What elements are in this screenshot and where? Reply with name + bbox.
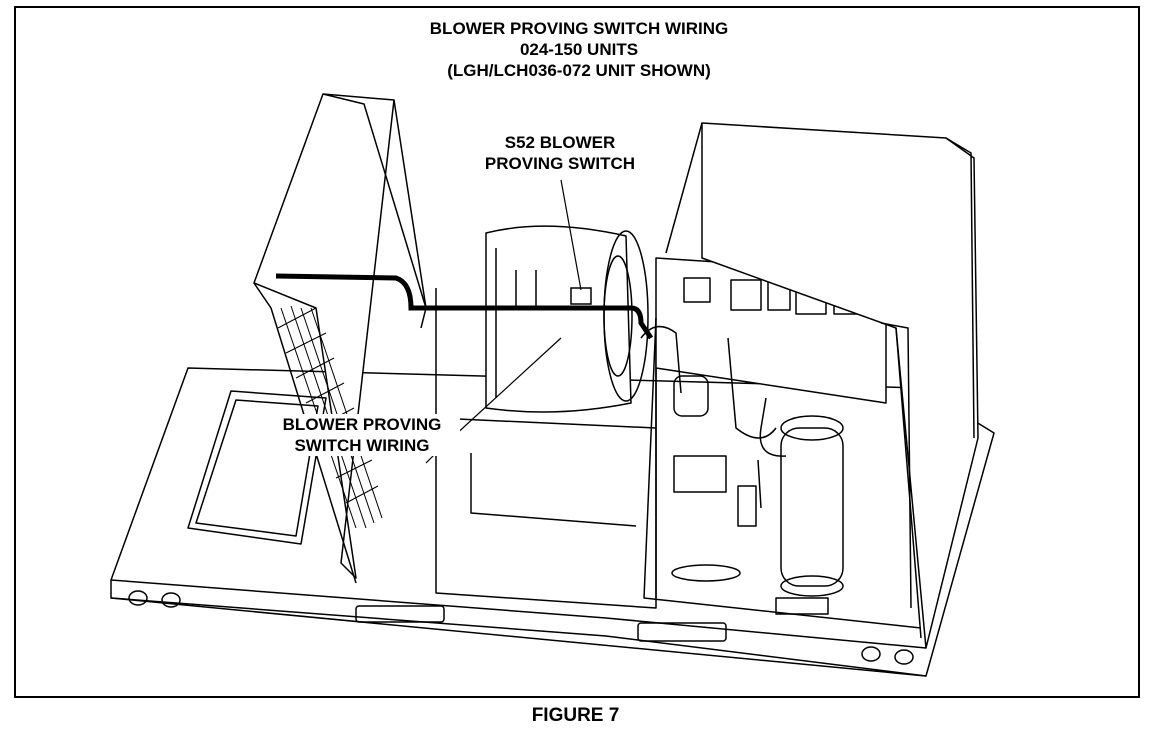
- control-box: [673, 455, 727, 493]
- switch-wiring-callout: BLOWER PROVING SWITCH WIRING: [264, 414, 460, 456]
- s52-callout-line-1: S52 BLOWER: [504, 133, 616, 152]
- relay-2: [730, 279, 762, 311]
- refrigerant-tubing: [640, 322, 912, 609]
- base-pan: [110, 367, 995, 677]
- s52-callout-line-2: PROVING SWITCH: [484, 154, 636, 173]
- blower-housing: [485, 225, 649, 413]
- lift-hole-1: [128, 590, 148, 606]
- title-line-1: BLOWER PROVING SWITCH WIRING: [429, 19, 729, 38]
- drain-pan: [671, 564, 741, 582]
- compressor: [759, 397, 844, 597]
- s52-leader: [560, 179, 582, 291]
- s52-switch: [570, 287, 592, 305]
- unit-illustration: [110, 93, 995, 677]
- base-front-lower: [110, 597, 927, 677]
- forklift-slot-left: [355, 605, 445, 623]
- lift-hole-2: [161, 592, 181, 608]
- compressor-divider: [643, 317, 922, 629]
- forklift-slot-right: [637, 622, 727, 642]
- s52-switch-callout: S52 BLOWER PROVING SWITCH: [468, 132, 652, 174]
- wiring-leader-1: [440, 337, 562, 449]
- lift-hole-3: [861, 646, 881, 662]
- switch-wiring-harness: [275, 273, 654, 340]
- filter-opening: [187, 390, 327, 545]
- figure-title: BLOWER PROVING SWITCH WIRING 024-150 UNI…: [16, 18, 1142, 81]
- base-front-edge: [110, 579, 927, 649]
- title-line-2: 024-150 UNITS: [519, 40, 639, 59]
- terminal-strip: [737, 485, 757, 527]
- accumulator: [673, 375, 709, 417]
- title-line-3: (LGH/LCH036-072 UNIT SHOWN): [447, 61, 711, 80]
- wiring-callout-line-1: BLOWER PROVING: [282, 415, 442, 434]
- figure-frame: BLOWER PROVING SWITCH WIRING 024-150 UNI…: [14, 6, 1140, 698]
- relay-1: [683, 277, 711, 303]
- base-plate: [775, 597, 829, 615]
- figure-caption: FIGURE 7: [531, 705, 620, 726]
- lift-hole-4: [894, 649, 914, 665]
- wiring-callout-line-2: SWITCH WIRING: [294, 436, 430, 455]
